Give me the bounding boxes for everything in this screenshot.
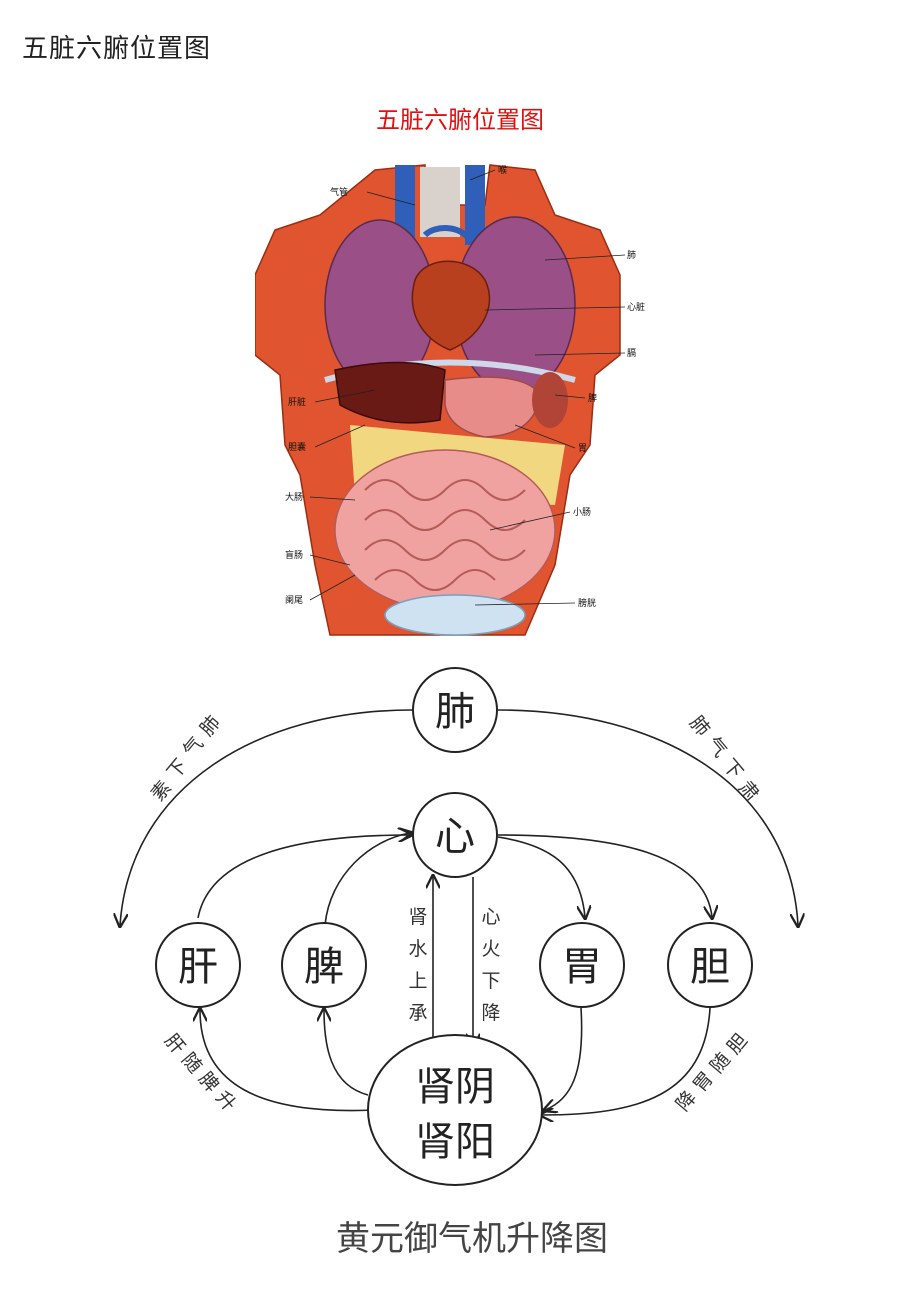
node-heart-circle [412,792,498,878]
node-heart: 心 [435,814,475,860]
svg-text:肝: 肝 [160,1030,189,1059]
label-diaphragm: 膈 [627,348,636,359]
node-liver: 肝 [178,944,218,990]
svg-text:肺: 肺 [685,712,714,741]
node-spleen: 脾 [304,944,344,990]
node-lung: 肺 [435,689,475,735]
svg-text:升: 升 [211,1087,240,1116]
svg-text:降: 降 [481,1002,500,1024]
label-spleen: 脾 [588,392,597,404]
svg-text:心: 心 [481,906,500,928]
annotation-heart-fire: 心 火 下 降 [481,906,500,1024]
svg-text:肃: 肃 [734,777,763,806]
node-kidney-ellipse [367,1034,543,1186]
svg-text:脾: 脾 [194,1068,223,1097]
label-gallbladder: 胆囊 [288,441,306,453]
annotation-gall-descend: 胆 随 胃 降 [672,1030,752,1116]
svg-text:随: 随 [177,1049,206,1078]
svg-text:下: 下 [163,755,192,784]
node-lung-circle [412,667,498,753]
anatomy-illustration: 气管 肝脏 胆囊 大肠 盲肠 阑尾 喉 肺 心脏 膈 脾 胃 小肠 膀胱 [255,164,645,636]
svg-text:上: 上 [408,970,427,992]
node-gallbladder: 胆 [690,944,730,990]
label-liver: 肝脏 [288,396,306,408]
svg-text:肺: 肺 [196,712,225,741]
label-trachea: 气管 [330,186,348,198]
node-stomach-circle [539,922,625,1008]
label-large-intestine: 大肠 [285,491,303,503]
page-heading: 五脏六腑位置图 [22,34,212,64]
label-lung: 肺 [627,250,636,261]
svg-text:随: 随 [706,1049,735,1078]
svg-text:肾: 肾 [408,906,427,928]
diagram-title: 黄元御气机升降图 [336,1219,608,1259]
svg-text:气: 气 [702,733,731,762]
svg-text:下: 下 [481,970,500,992]
label-heart: 心脏 [627,301,645,313]
node-kidney-yang: 肾阳 [415,1119,495,1165]
figure-caption: 五脏六腑位置图 [376,106,544,134]
svg-text:胃: 胃 [689,1068,718,1097]
label-cecum: 盲肠 [285,549,303,561]
label-throat: 喉 [498,164,507,176]
label-stomach: 胃 [578,443,587,454]
svg-text:下: 下 [718,755,747,784]
svg-text:胆: 胆 [723,1030,752,1059]
node-stomach: 胃 [562,944,602,990]
node-liver-circle [155,922,241,1008]
qi-circulation-diagram: 肺 心 肝 脾 胃 胆 肾阴 肾阳 肾 水 上 承 心 火 下 降 肺 气 下 … [100,667,820,1259]
label-small-intestine: 小肠 [573,507,591,518]
label-appendix: 阑尾 [285,594,303,606]
node-spleen-circle [281,922,367,1008]
svg-text:气: 气 [179,733,208,762]
node-kidney-yin: 肾阴 [415,1064,495,1110]
svg-text:降: 降 [672,1087,701,1116]
annotation-lung-left: 肺 气 下 素 [147,712,225,806]
svg-text:火: 火 [481,938,500,960]
annotation-kidney-water: 肾 水 上 承 [408,906,427,1024]
svg-text:水: 水 [408,938,427,960]
node-gallbladder-circle [667,922,753,1008]
annotation-liver-rise: 肝 随 脾 升 [160,1030,240,1116]
label-bladder: 膀胱 [578,597,596,609]
svg-text:承: 承 [408,1002,427,1024]
